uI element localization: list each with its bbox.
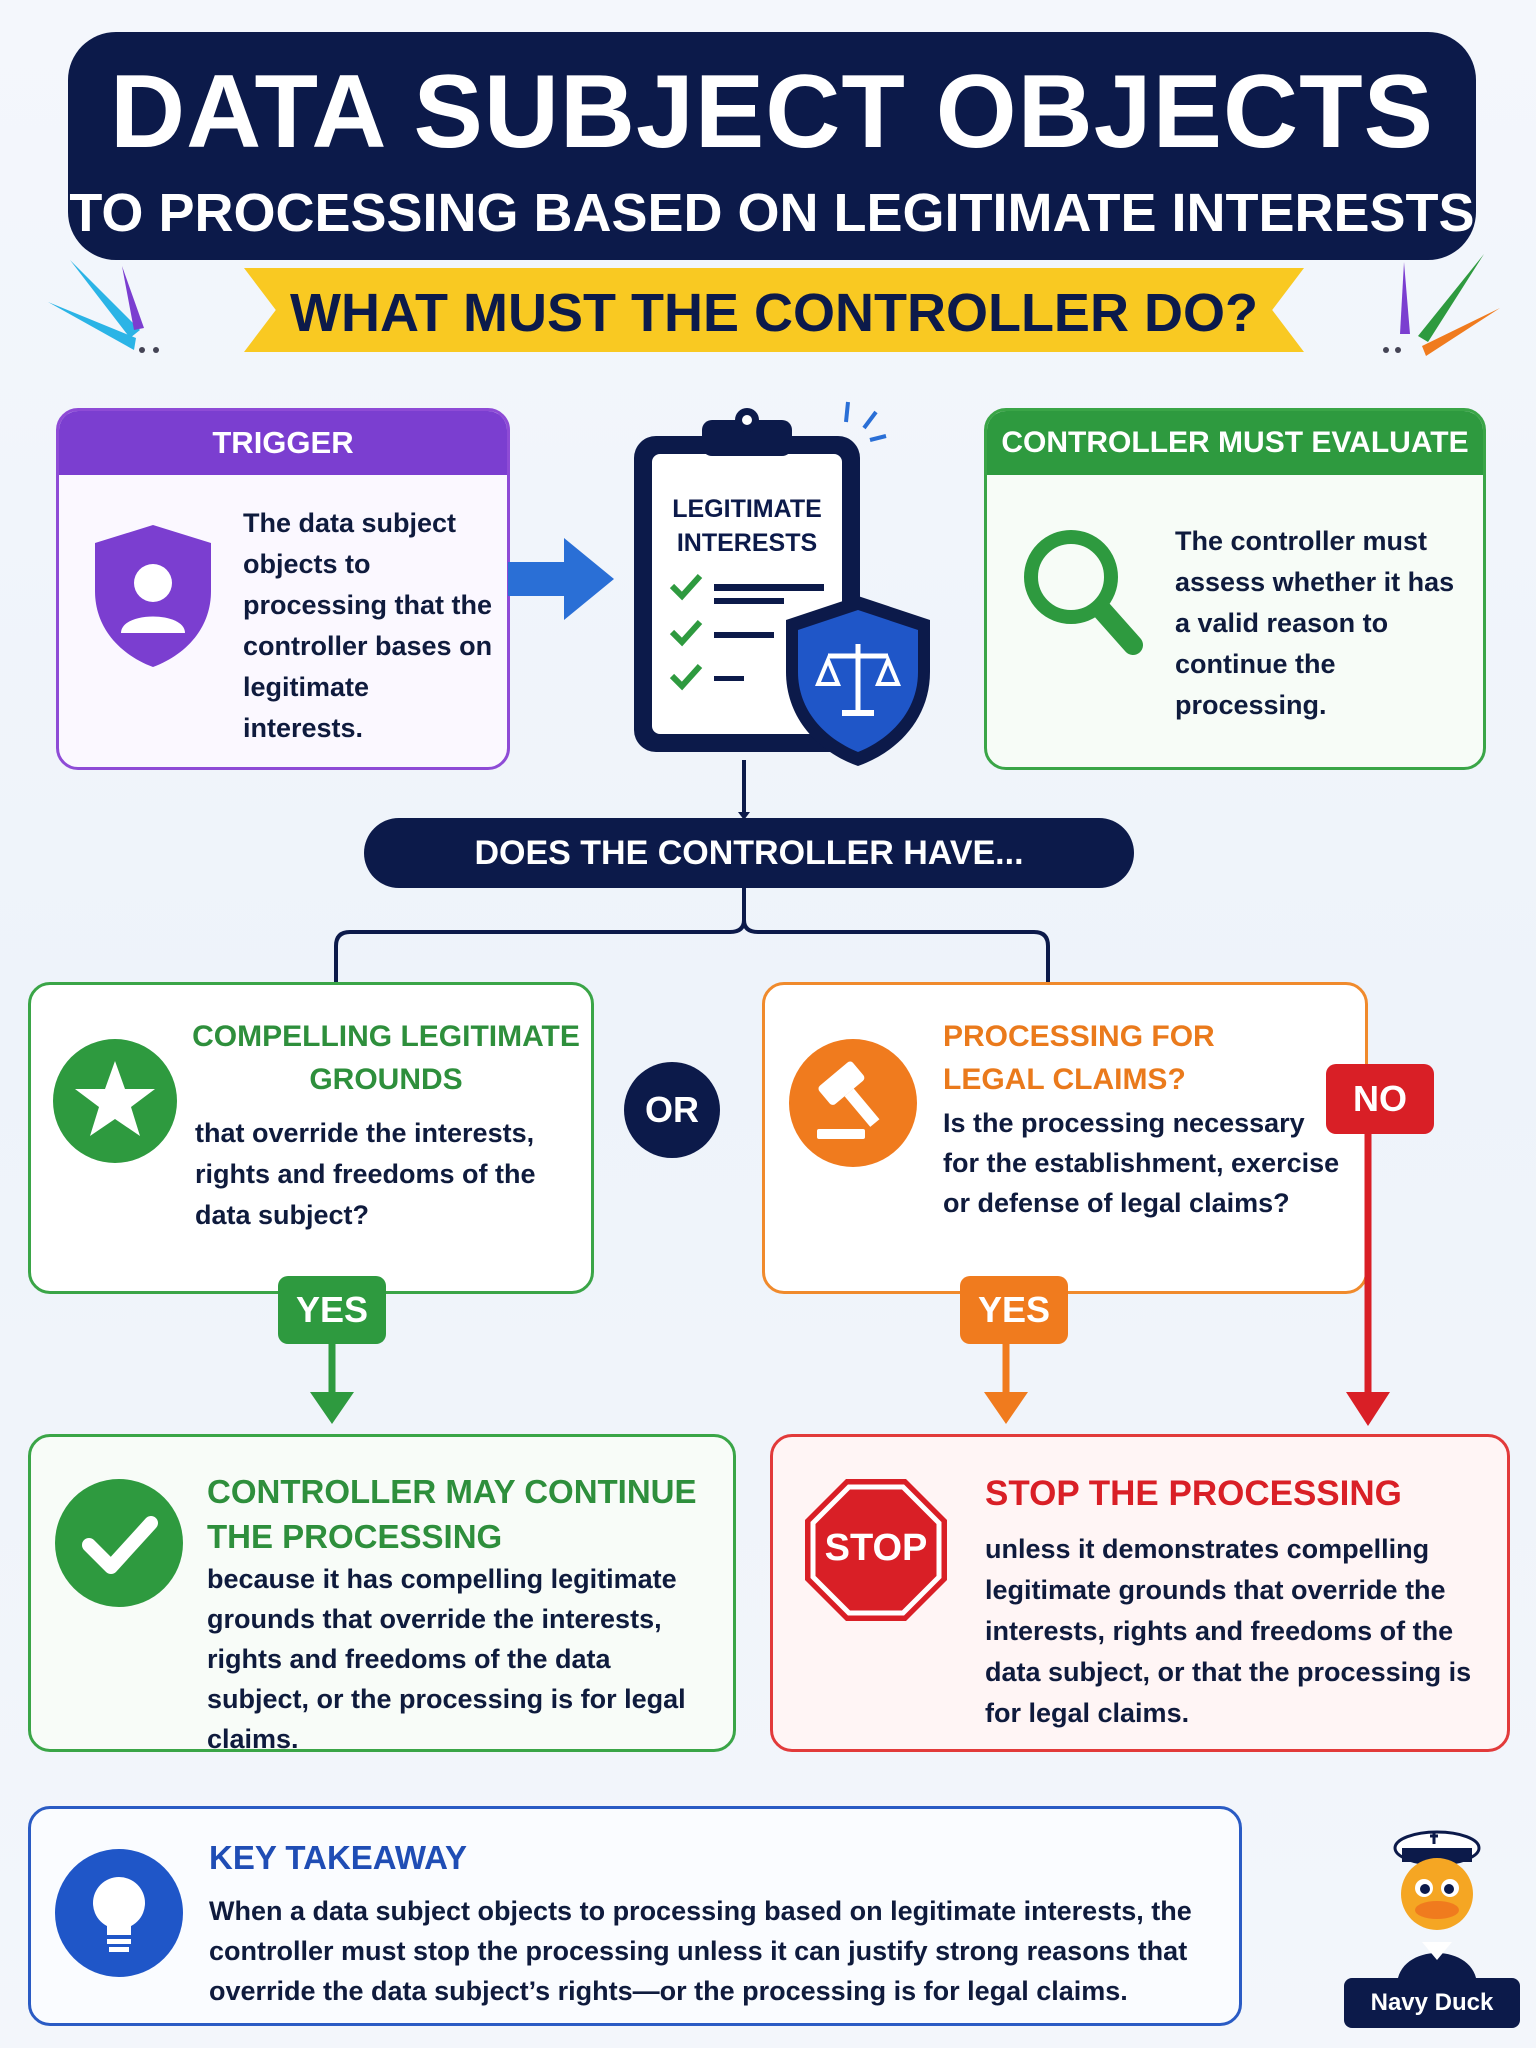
compelling-text: that override the interests, rights and … bbox=[195, 1118, 536, 1230]
clipboard-icon bbox=[634, 401, 930, 766]
user-shield-icon bbox=[95, 525, 211, 667]
legal-title: PROCESSING FOR LEGAL CLAIMS? bbox=[943, 1020, 1215, 1096]
continue-text: because it has compelling legitimate gro… bbox=[207, 1564, 686, 1752]
stop-text: unless it demonstrates compelling legiti… bbox=[985, 1534, 1472, 1728]
navy-duck-mascot-icon bbox=[1393, 1830, 1481, 1986]
arrow-right-icon bbox=[508, 538, 614, 620]
key-takeaway-card: KEY TAKEAWAY When a data subject objects… bbox=[28, 1806, 1242, 2026]
stop-sign-text: STOP bbox=[824, 1527, 928, 1569]
title-banner: DATA SUBJECT OBJECTS TO PROCESSING BASED… bbox=[68, 32, 1476, 260]
takeaway-title: KEY TAKEAWAY bbox=[209, 1839, 467, 1876]
compelling-title: COMPELLING LEGITIMATE GROUNDS bbox=[192, 1020, 580, 1096]
trigger-heading: TRIGGER bbox=[59, 411, 507, 475]
no-tag: NO bbox=[1326, 1064, 1434, 1134]
clipboard-title-line2: INTERESTS bbox=[676, 529, 818, 557]
confetti-left-icon bbox=[48, 260, 159, 353]
connector-lines bbox=[334, 760, 1050, 982]
stop-title: STOP THE PROCESSING bbox=[985, 1474, 1402, 1513]
magnifier-icon bbox=[1024, 530, 1143, 655]
legitimate-interests-clipboard: LEGITIMATE INTERESTS bbox=[630, 400, 950, 780]
yes-tag-legal: YES bbox=[960, 1276, 1068, 1344]
page-subtitle: TO PROCESSING BASED ON LEGITIMATE INTERE… bbox=[69, 183, 1475, 243]
compelling-grounds-card: COMPELLING LEGITIMATE GROUNDS that overr… bbox=[28, 982, 594, 1294]
confetti-right-icon bbox=[1383, 254, 1500, 356]
ribbon-text: WHAT MUST THE CONTROLLER DO? bbox=[290, 283, 1258, 343]
question-ribbon: WHAT MUST THE CONTROLLER DO? bbox=[244, 268, 1304, 352]
or-badge: OR bbox=[624, 1062, 720, 1158]
legal-claims-card: PROCESSING FOR LEGAL CLAIMS? Is the proc… bbox=[762, 982, 1368, 1294]
takeaway-text: When a data subject objects to processin… bbox=[209, 1896, 1192, 2006]
yes-tag-compelling: YES bbox=[278, 1276, 386, 1344]
checkmark-icon bbox=[55, 1479, 183, 1607]
star-icon bbox=[53, 1039, 177, 1163]
evaluate-heading: CONTROLLER MUST EVALUATE bbox=[987, 411, 1483, 475]
question-pill: DOES THE CONTROLLER HAVE... bbox=[364, 818, 1134, 888]
mascot-label: Navy Duck bbox=[1344, 1978, 1520, 2028]
clipboard-title: LEGITIMATE INTERESTS bbox=[652, 492, 842, 560]
lightbulb-icon bbox=[55, 1849, 183, 1977]
continue-outcome-card: CONTROLLER MAY CONTINUE THE PROCESSING b… bbox=[28, 1434, 736, 1752]
stop-sign: STOP bbox=[803, 1477, 949, 1623]
evaluate-text: The controller must assess whether it ha… bbox=[1175, 526, 1455, 720]
page-title: DATA SUBJECT OBJECTS bbox=[110, 54, 1434, 170]
stop-sign-icon bbox=[805, 1479, 947, 1621]
clipboard-title-line1: LEGITIMATE bbox=[672, 495, 822, 523]
stop-outcome-card: STOP STOP THE PROCESSING unless it demon… bbox=[770, 1434, 1510, 1752]
continue-title: CONTROLLER MAY CONTINUE THE PROCESSING bbox=[207, 1473, 697, 1555]
no-arrow bbox=[1346, 1130, 1390, 1426]
trigger-card: TRIGGER The data subject objects to proc… bbox=[56, 408, 510, 770]
evaluate-card: CONTROLLER MUST EVALUATE The controller … bbox=[984, 408, 1486, 770]
gavel-icon bbox=[789, 1039, 917, 1167]
trigger-text: The data subject objects to processing t… bbox=[243, 508, 493, 743]
legal-text: Is the processing necessary for the esta… bbox=[943, 1108, 1340, 1218]
outcome-arrows bbox=[310, 1340, 1028, 1424]
